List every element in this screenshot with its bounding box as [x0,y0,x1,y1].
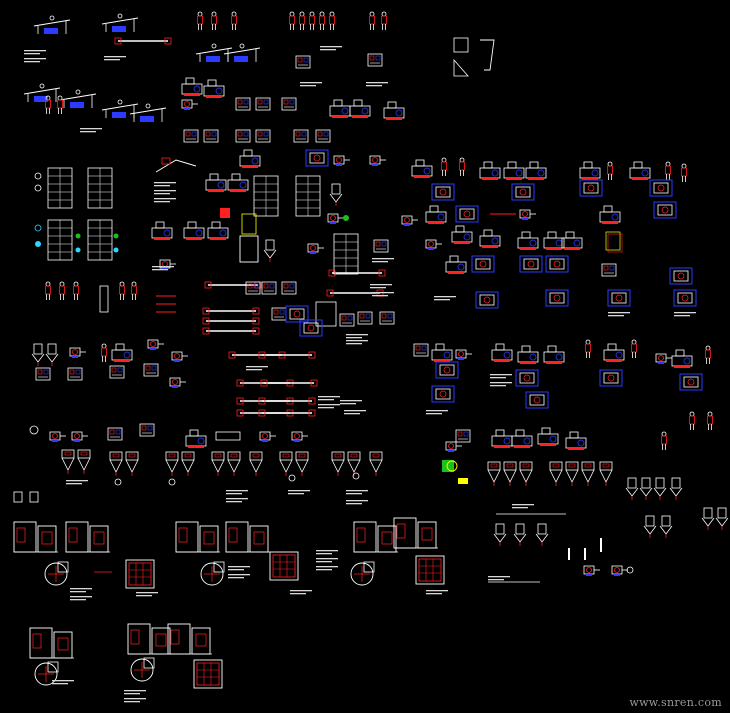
watermark-text: www.snren.com [629,696,722,709]
equipment-group-cyclones [61,441,683,509]
equipment-group-left-middle [45,281,395,345]
equipment-group-row-430 [29,411,713,451]
equipment-group-bottom-fans [13,491,448,703]
equipment-table-left [34,167,119,261]
equipment-group-far-right [579,161,697,317]
equipment-group-right-upper [401,157,583,309]
equipment-group-center-left [151,157,349,271]
equipment-group-top-center [289,11,495,87]
equipment-group-lower-cyclones [488,507,729,583]
